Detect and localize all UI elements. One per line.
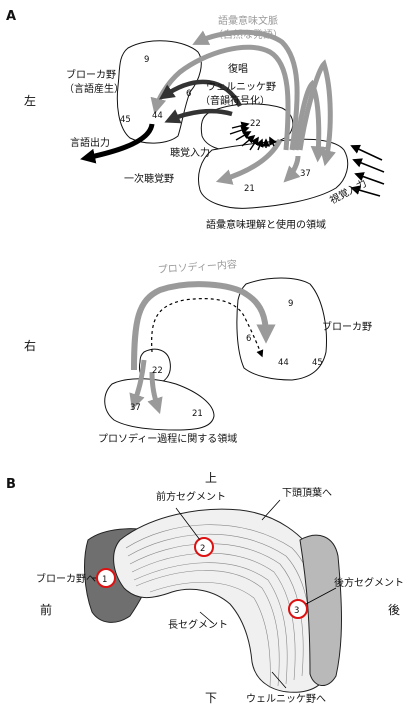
prosody-content-label: プロソディー内容	[157, 257, 237, 276]
anterior-segment-label: 前方セグメント	[156, 490, 226, 503]
lower-area-22: 22	[152, 366, 163, 376]
speech-output-arrow	[80, 123, 155, 164]
lexical-arrow-to-broca	[192, 29, 300, 151]
upper-area-21: 21	[244, 184, 255, 194]
lower-area-21: 21	[192, 409, 203, 419]
lexical-arrow-to-37c	[283, 155, 301, 183]
broca-label-2: （言語産生）	[64, 82, 124, 95]
lexical-arrow-to-37	[293, 79, 327, 163]
panel-a-label: A	[6, 9, 16, 24]
direction-posterior: 後	[388, 603, 400, 617]
marker-1	[96, 568, 116, 588]
upper-area-9: 9	[144, 55, 149, 65]
lower-broca-label: ブローカ野	[322, 320, 372, 333]
repetition-label: 復唱	[228, 62, 248, 75]
upper-area-22: 22	[250, 119, 261, 129]
marker-2	[194, 537, 214, 557]
lower-area-45: 45	[312, 358, 323, 368]
wernicke-label-1: ウェルニッケ野	[206, 81, 276, 93]
upper-area-6: 6	[186, 89, 191, 99]
prosody-arrow	[131, 281, 276, 371]
wernicke-label-2: （音韻符号化）	[200, 94, 270, 107]
lexical-context-label-2: （自然な発語）	[213, 28, 283, 41]
auditory-input-label: 聴覚入力	[170, 146, 210, 159]
left-hemisphere-label: 左	[24, 93, 36, 108]
lower-area-6: 6	[246, 334, 251, 344]
inferior-parietal-label: 下頭頂葉へ	[282, 486, 332, 499]
speech-output-label: 言語出力	[70, 136, 110, 149]
repetition-arrow	[158, 79, 243, 108]
visual-input-arrows	[350, 144, 385, 197]
lower-area-37: 37	[130, 403, 141, 413]
lexical-arrow-to-21	[215, 138, 283, 185]
marker-3-label: 3	[294, 606, 299, 616]
primary-auditory-label: 一次聴覚野	[124, 172, 174, 185]
phonological-arrow	[164, 108, 233, 124]
direction-bottom: 下	[205, 691, 217, 705]
to-wernicke-label: ウェルニッケ野へ	[246, 693, 326, 705]
panel-b-label: B	[6, 477, 16, 492]
posterior-fiber-lobe	[299, 534, 342, 686]
fiber-striations	[125, 524, 320, 689]
direction-anterior: 前	[40, 602, 52, 617]
upper-brain-diagram: 9 6 45 44 22 37 21 語彙意味文脈 （自然な発語） ブローカ野 …	[64, 14, 385, 231]
prosody-arrow-to-21	[147, 371, 163, 415]
marker-1-label: 1	[102, 575, 107, 585]
broca-label-1: ブローカ野	[66, 68, 116, 81]
marker-2-label: 2	[200, 544, 205, 554]
main-arch-body	[113, 508, 336, 693]
upper-region-caption: 語彙意味理解と使用の領域	[206, 218, 326, 231]
marker-3	[288, 599, 308, 619]
lower-region-caption: プロソディー過程に関する領域	[98, 432, 237, 445]
prosody-arrow-to-37	[129, 359, 147, 411]
direction-top: 上	[205, 471, 217, 485]
lower-area-44: 44	[278, 358, 289, 368]
auditory-input-arrows	[229, 121, 277, 151]
upper-area-45: 45	[120, 115, 131, 125]
posterior-segment-label: 後方セグメント	[334, 576, 404, 589]
right-hemisphere-label: 右	[24, 338, 36, 353]
upper-area-44: 44	[152, 111, 163, 121]
prosody-dashed-arrow	[151, 298, 264, 358]
arcuate-fasciculus-illustration: 1 2 3	[84, 499, 342, 693]
lexical-arrow-to-37b	[297, 59, 336, 167]
lexical-context-label-1: 語彙意味文脈	[218, 14, 278, 27]
upper-area-37: 37	[300, 169, 311, 179]
lower-area-9: 9	[288, 299, 293, 309]
to-broca-label: ブローカ野へ	[36, 572, 96, 585]
lower-brain-diagram: 9 6 44 45 22 37 21 プロソディー内容 ブローカ野 プロソディー…	[98, 257, 372, 445]
temporal-region	[198, 138, 349, 209]
long-segment-label: 長セグメント	[168, 618, 228, 631]
leader-lines	[92, 499, 337, 689]
